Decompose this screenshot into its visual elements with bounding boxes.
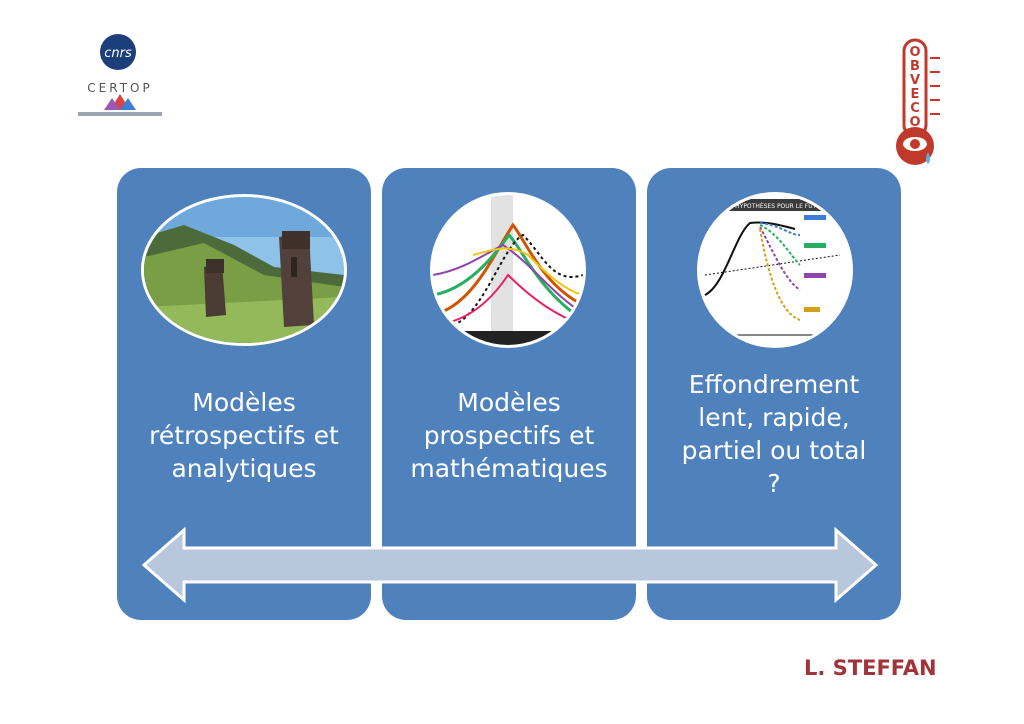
svg-text:V: V [910,73,920,88]
svg-text:B: B [910,59,920,74]
panel-title-line: mathématiques [390,452,628,485]
limits-to-growth-chart-image [430,192,586,348]
inset-chart-header: HYPOTHÈSES POUR LE FUTUR [735,202,825,210]
obveco-logo: O B V E C O [890,36,948,168]
panel-title-line: Modèles [390,386,628,419]
double-arrow-icon [140,526,880,604]
collapse-scenarios-chart-image: HYPOTHÈSES POUR LE FUTUR [697,192,853,348]
easter-island-photo [141,194,347,346]
panel-title-line: ? [655,467,893,500]
panel-title-line: analytiques [125,452,363,485]
panel-title-line: Modèles [125,386,363,419]
svg-text:cnrs: cnrs [104,46,132,61]
svg-text:E: E [911,87,920,102]
panel-title-line: partiel ou total [655,434,893,467]
panel-title-line: rétrospectifs et [125,419,363,452]
panel-title-line: lent, rapide, [655,401,893,434]
svg-text:C: C [910,101,920,116]
svg-text:O: O [909,45,920,60]
panel-title-line: prospectifs et [390,419,628,452]
panel-title-line: Effondrement [655,368,893,401]
svg-text:CERTOP: CERTOP [87,81,152,95]
author-name: L. STEFFAN [804,656,937,680]
certop-logo: cnrs CERTOP [74,30,166,124]
